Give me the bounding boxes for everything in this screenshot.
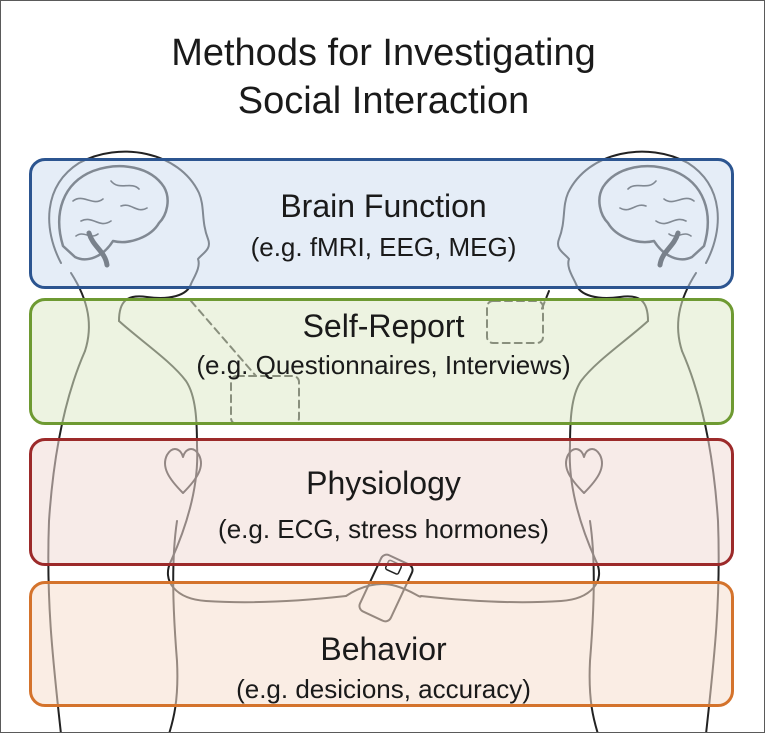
brain-function-examples: (e.g. fMRI, EEG, MEG) [250, 232, 517, 262]
title-line-2: Social Interaction [237, 80, 530, 122]
behavior-label: Behavior [320, 631, 447, 667]
self-report-label: Self-Report [302, 308, 465, 344]
brain-function-box [29, 158, 734, 289]
self-report-examples: (e.g. Questionnaires, Interviews) [196, 350, 571, 380]
behavior-box [29, 581, 734, 707]
physiology-label: Physiology [306, 465, 461, 501]
brain-function-label: Brain Function [280, 188, 487, 224]
physiology-box [29, 438, 734, 566]
title-line-1: Methods for Investigating [171, 32, 596, 74]
self-report-box [29, 298, 734, 425]
physiology-examples: (e.g. ECG, stress hormones) [218, 514, 549, 544]
diagram-title: Methods for Investigating Social Interac… [1, 29, 764, 125]
behavior-examples: (e.g. desicions, accuracy) [236, 674, 531, 704]
